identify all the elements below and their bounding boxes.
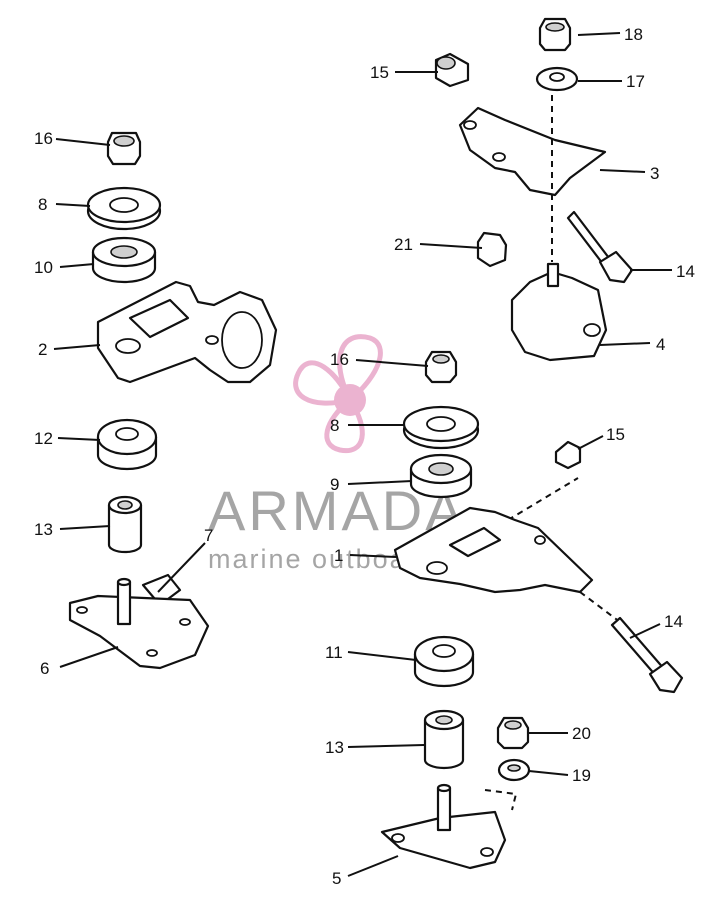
callout-17: 17 — [626, 72, 645, 91]
part-13-collar-right — [423, 709, 465, 770]
callout-2: 2 — [38, 340, 47, 359]
callout-4: 4 — [656, 335, 665, 354]
part-9-rubber-mount — [409, 453, 473, 499]
part-14-bolt-lower — [610, 616, 684, 694]
part-1-bracket — [393, 506, 594, 594]
callout-21: 21 — [394, 235, 413, 254]
callout-9: 9 — [330, 475, 339, 494]
callout-16-center: 16 — [330, 350, 349, 369]
callout-15-right: 15 — [606, 425, 625, 444]
callout-15-top: 15 — [370, 63, 389, 82]
callout-8-left: 8 — [38, 195, 47, 214]
part-18-nut — [538, 17, 572, 52]
callout-13-left: 13 — [34, 520, 53, 539]
part-10-rubber-mount — [91, 236, 157, 284]
callout-19: 19 — [572, 766, 591, 785]
part-4-mount — [510, 262, 608, 362]
leader-lines — [53, 32, 672, 877]
part-8-washer-left — [86, 186, 162, 231]
part-14-bolt-upper — [566, 210, 634, 284]
part-3-bracket — [458, 106, 607, 197]
part-6-plate — [68, 577, 210, 670]
callout-labels: 16 8 10 2 12 13 7 6 15 18 17 3 21 14 4 1… — [34, 25, 695, 888]
part-5-plate — [380, 783, 507, 870]
callout-8-center: 8 — [330, 416, 339, 435]
callout-10: 10 — [34, 258, 53, 277]
part-21-nut — [476, 231, 508, 268]
part-12-rubber-mount — [96, 418, 158, 471]
callout-14-upper: 14 — [676, 262, 695, 281]
callout-11: 11 — [325, 643, 343, 662]
part-15-cap-right — [554, 440, 582, 470]
part-16-nut-center — [424, 350, 458, 384]
callout-7: 7 — [204, 526, 213, 545]
part-17-washer — [535, 66, 579, 92]
callout-12: 12 — [34, 429, 53, 448]
part-8-washer-center — [402, 405, 480, 450]
callout-3: 3 — [650, 164, 659, 183]
part-13-collar-left — [107, 495, 143, 554]
callout-13-right: 13 — [325, 738, 344, 757]
callout-16-left: 16 — [34, 129, 53, 148]
callout-6: 6 — [40, 659, 49, 678]
callout-5: 5 — [332, 869, 341, 888]
propeller-icon — [293, 334, 383, 454]
part-16-nut-left — [106, 131, 142, 166]
callout-20: 20 — [572, 724, 591, 743]
callout-1: 1 — [334, 546, 343, 565]
callout-18: 18 — [624, 25, 643, 44]
part-20-nut — [496, 716, 530, 750]
part-15-cap-top — [434, 52, 470, 88]
callout-14-lower: 14 — [664, 612, 683, 631]
part-11-rubber-mount — [413, 635, 475, 688]
part-19-washer — [497, 758, 531, 782]
part-2-bracket — [96, 280, 278, 384]
